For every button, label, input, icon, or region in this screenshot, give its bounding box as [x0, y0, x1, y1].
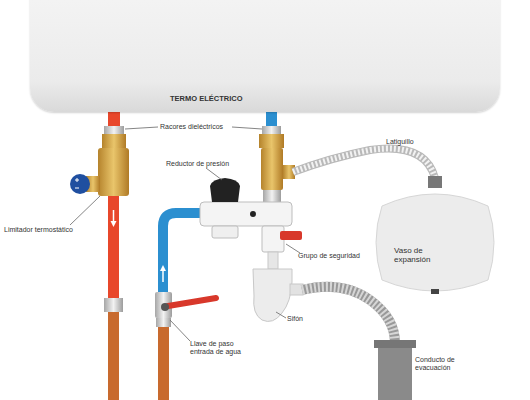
braided-hose-texture: [293, 149, 435, 178]
corrugated-hose-texture: [302, 287, 395, 343]
leader-line: [232, 127, 262, 129]
reducer-screw: [250, 211, 256, 217]
knob-mark: [77, 178, 78, 182]
flow-arrow: [162, 270, 164, 282]
part-label: Sifón: [287, 315, 317, 323]
copper-pipe: [158, 327, 169, 400]
thermostatic-limiter-body: [98, 148, 129, 196]
limiter-knob: [70, 174, 90, 194]
vessel-outline: [372, 186, 498, 298]
part-label: Reductor de presión: [166, 160, 256, 168]
valve-nut: [161, 303, 169, 311]
part-label: Grupo de seguridad: [298, 252, 378, 260]
brass-tee: [261, 148, 283, 190]
dielectric-fitting: [262, 126, 281, 134]
node-label: TERMO ELÉCTRICO: [170, 95, 300, 104]
part-label: Llave de paso entrada de agua: [190, 340, 252, 357]
part-label: Racores dieléctricos: [160, 123, 260, 131]
corrugated-hose: [302, 287, 395, 343]
leader-line: [276, 312, 286, 318]
brass-nut: [259, 134, 284, 148]
dielectric-fitting: [104, 126, 124, 134]
reducer-base: [212, 226, 238, 238]
vessel-plug: [431, 289, 439, 294]
vessel-body: [376, 194, 494, 291]
leader-line: [70, 196, 100, 225]
drain-pipe: [268, 252, 278, 269]
leader-line: [125, 127, 158, 129]
reducer-body: [200, 202, 292, 226]
cold-supply-pipe: [163, 213, 202, 296]
leader-line: [170, 320, 190, 341]
stop-valve-lever: [168, 298, 216, 306]
expansion-vessel: Vaso de expansión: [372, 186, 498, 298]
flow-arrow-head: [111, 221, 117, 227]
knob-mark: [75, 188, 79, 189]
water-heater-tank: TERMO ELÉCTRICO: [30, 0, 500, 112]
node-label: Vaso de expansión: [394, 246, 440, 264]
safety-group-lever: [280, 231, 302, 240]
leader-line: [286, 244, 300, 253]
flow-arrow: [113, 210, 115, 222]
pipe-ring: [104, 298, 123, 312]
siphon: [253, 269, 292, 321]
pipe-ring: [263, 190, 281, 202]
part-label: Limitador termostático: [4, 226, 99, 234]
brass-nut: [102, 134, 126, 148]
pipe-ring: [156, 318, 171, 327]
flow-arrow-head: [160, 265, 166, 271]
part-label: Latiguillo: [386, 138, 436, 146]
braided-hose: [293, 149, 435, 178]
leader-line: [206, 168, 222, 180]
conduit-rim: [374, 340, 416, 348]
vessel-fitting: [428, 176, 442, 188]
reducer-knob: [210, 178, 240, 202]
copper-pipe: [108, 312, 119, 400]
part-label: Conducto de evacuación: [415, 356, 467, 373]
hot-pipe: [108, 196, 119, 300]
drain-conduit: [378, 345, 412, 400]
